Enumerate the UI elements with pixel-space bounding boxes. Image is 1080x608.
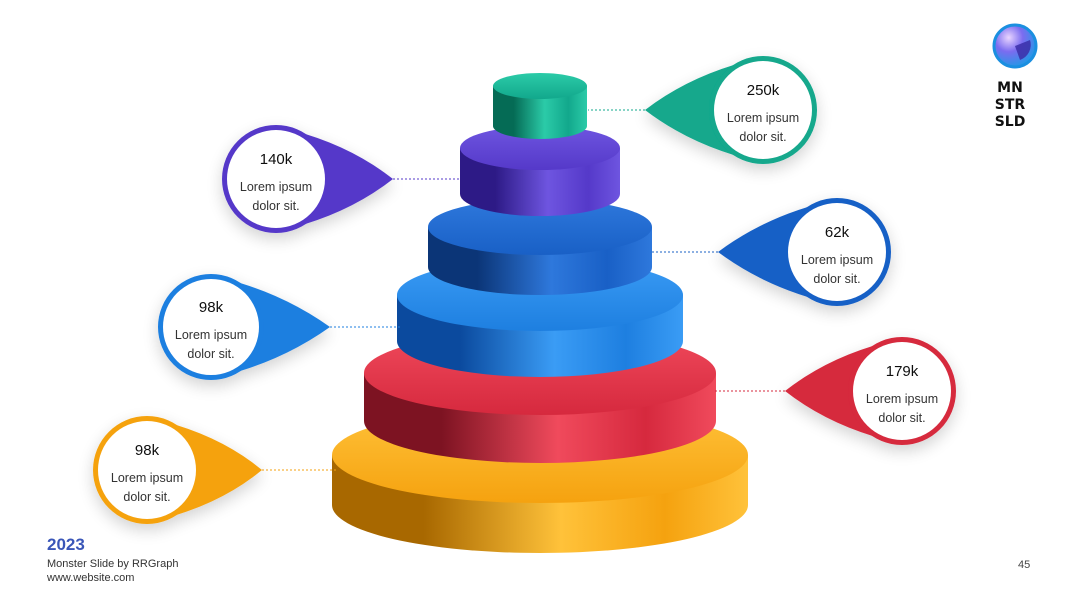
callout-desc: Lorem ipsum bbox=[175, 328, 247, 342]
callout-inner bbox=[163, 279, 259, 375]
page-number: 45 bbox=[1018, 559, 1031, 571]
callout-value: 98k bbox=[135, 442, 160, 459]
pyramid-tier bbox=[428, 199, 652, 295]
callout-desc: Lorem ipsum bbox=[801, 253, 873, 267]
callout-value: 62k bbox=[825, 224, 850, 241]
callout-tail bbox=[718, 207, 808, 297]
tier-top bbox=[460, 126, 620, 170]
pyramid-tiers bbox=[332, 73, 748, 553]
callout-value: 179k bbox=[886, 363, 919, 380]
logo-line: STR bbox=[994, 97, 1026, 113]
callout-tail bbox=[240, 283, 330, 371]
footer-website: www.website.com bbox=[47, 572, 135, 584]
tier-top bbox=[428, 199, 652, 255]
callout-desc: dolor sit. bbox=[123, 490, 170, 504]
callout-inner bbox=[98, 421, 196, 519]
logo-line: SLD bbox=[994, 114, 1026, 130]
callout-inner bbox=[853, 342, 951, 440]
footer-year: 2023 bbox=[47, 535, 85, 554]
callout-desc: Lorem ipsum bbox=[866, 392, 938, 406]
logo-line: MN bbox=[997, 80, 1023, 96]
callout-desc: Lorem ipsum bbox=[240, 180, 312, 194]
callout-inner bbox=[788, 203, 886, 301]
callout-desc: dolor sit. bbox=[878, 411, 925, 425]
callout-desc: dolor sit. bbox=[252, 199, 299, 213]
logo-text: MN STR SLD bbox=[985, 80, 1035, 131]
logo-icon bbox=[992, 23, 1038, 69]
callout-desc: Lorem ipsum bbox=[111, 471, 183, 485]
callout-desc: dolor sit. bbox=[739, 130, 786, 144]
connector-lines bbox=[262, 109, 785, 471]
pyramid-tier bbox=[493, 73, 587, 139]
pyramid-tier bbox=[460, 126, 620, 216]
tier-side bbox=[493, 86, 587, 139]
callout-tail bbox=[785, 346, 873, 436]
callout-inner bbox=[714, 61, 812, 159]
callout-desc: dolor sit. bbox=[813, 272, 860, 286]
callout-value: 250k bbox=[747, 82, 780, 99]
callout-value: 98k bbox=[199, 299, 224, 316]
callout-tail bbox=[305, 134, 393, 224]
callout-value: 140k bbox=[260, 151, 293, 168]
tier-top bbox=[493, 73, 587, 99]
callout-desc: Lorem ipsum bbox=[727, 111, 799, 125]
footer-credit: Monster Slide by RRGraph bbox=[47, 558, 179, 570]
callout-tail bbox=[645, 65, 734, 155]
callout-desc: dolor sit. bbox=[187, 347, 234, 361]
callout-inner bbox=[227, 130, 325, 228]
callout-tail bbox=[176, 425, 262, 515]
